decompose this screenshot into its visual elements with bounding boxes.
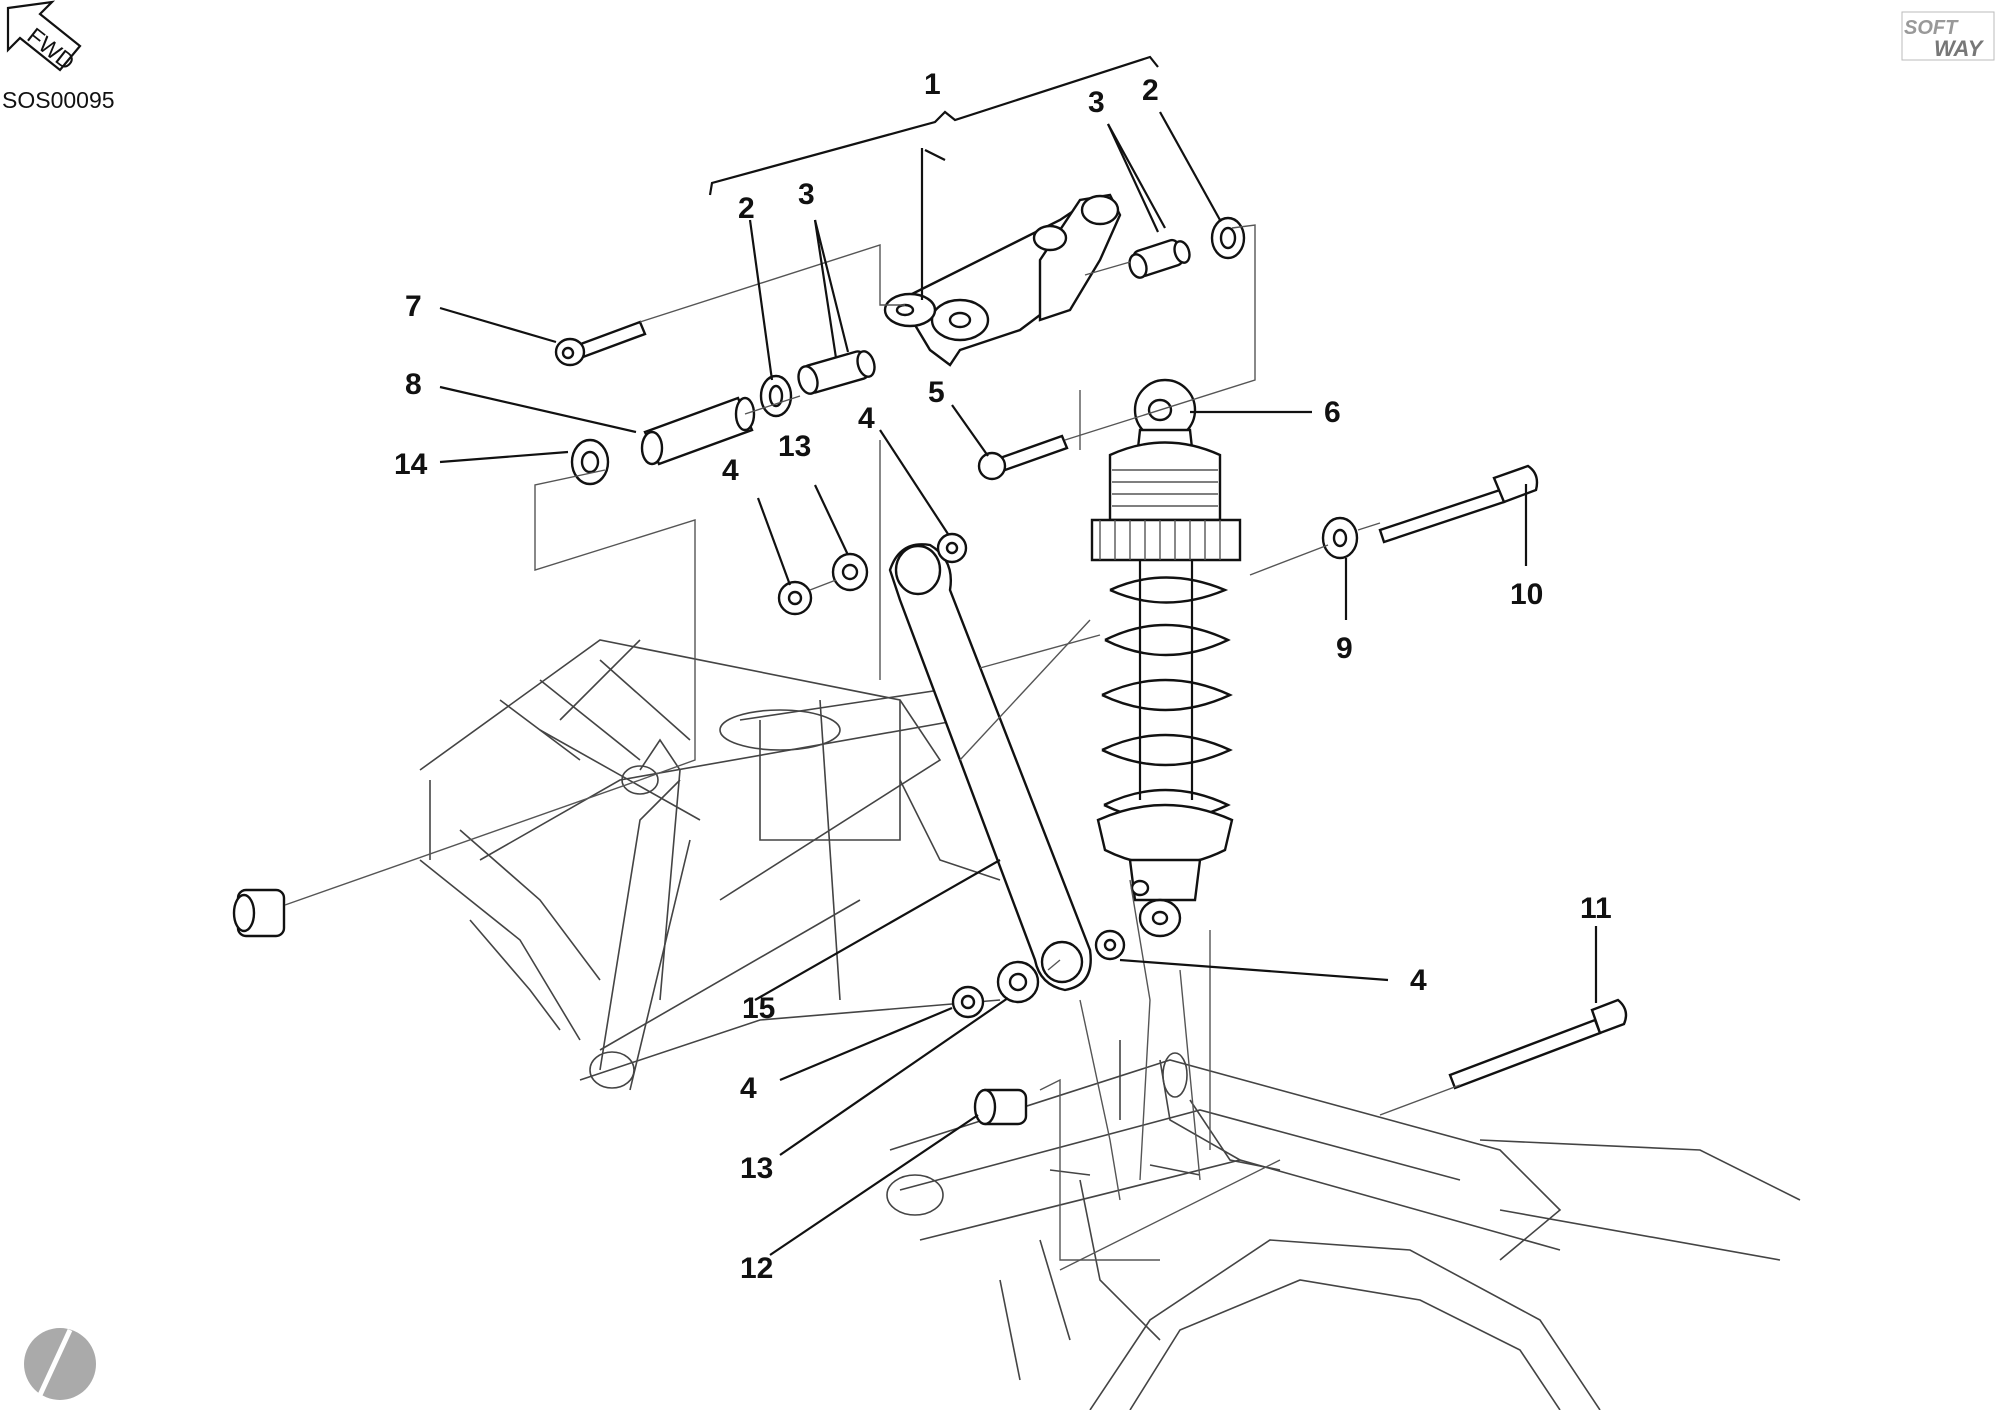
leader-lines — [284, 111, 1598, 1271]
callout-4-right: 4 — [1410, 964, 1427, 997]
callout-labels: 1 2 3 2 3 7 8 14 5 6 4 13 4 10 9 15 4 4 … — [394, 68, 1612, 1285]
callout-3-right: 3 — [1088, 86, 1105, 119]
callout-4-bottom: 4 — [740, 1072, 757, 1105]
callout-4-top: 4 — [858, 402, 875, 435]
bolt-5 — [977, 434, 1069, 481]
callout-1: 1 — [924, 68, 941, 101]
callout-3-left: 3 — [798, 178, 815, 211]
bushing-left — [797, 350, 876, 395]
callout-2-right: 2 — [1142, 74, 1159, 107]
spacer-4-bottom-left — [951, 985, 985, 1019]
connecting-rod — [888, 543, 1092, 992]
bolt-7 — [554, 320, 647, 367]
bolt-10 — [1378, 464, 1539, 544]
frame-outline — [419, 639, 1001, 1091]
callout-5: 5 — [928, 376, 945, 409]
callout-8: 8 — [405, 368, 422, 401]
svg-text:WAY: WAY — [1934, 36, 1985, 61]
washer-left — [759, 374, 793, 418]
washer-right — [1210, 216, 1246, 260]
callout-4-left: 4 — [722, 454, 739, 487]
washer-13-top — [831, 552, 869, 592]
softway-logo: SOFT WAY — [1901, 11, 1995, 61]
shock-absorber — [1090, 378, 1242, 938]
washer-9 — [1321, 516, 1359, 560]
callout-11: 11 — [1580, 892, 1612, 925]
spacer-4-top-right — [936, 532, 968, 564]
spacer-4-top-left — [777, 580, 813, 616]
swingarm-outline — [886, 1040, 1801, 1410]
cap-frame — [232, 888, 286, 938]
bushing-right — [1128, 238, 1191, 279]
diagram-code: SOS00095 — [2, 87, 115, 113]
washer-13-bottom — [996, 960, 1040, 1004]
callout-7: 7 — [405, 290, 422, 323]
callout-12: 12 — [740, 1252, 773, 1285]
callout-6: 6 — [1324, 396, 1341, 429]
callout-13-top: 13 — [778, 430, 811, 463]
fwd-arrow-icon: FWD — [6, 0, 82, 75]
callout-15: 15 — [742, 992, 775, 1025]
corner-disc-icon — [24, 1328, 96, 1400]
rocker-linkage — [883, 193, 1122, 367]
callout-9: 9 — [1336, 632, 1353, 665]
group-bracket — [708, 55, 1159, 196]
callout-13-bottom: 13 — [740, 1152, 773, 1185]
bolt-11 — [1448, 998, 1628, 1090]
callout-10: 10 — [1510, 578, 1543, 611]
callout-14: 14 — [394, 448, 428, 481]
spacer-4-bottom-right — [1094, 929, 1126, 961]
bushing-12 — [973, 1088, 1028, 1126]
washer-14 — [570, 438, 610, 486]
svg-text:SOFT: SOFT — [1904, 17, 1959, 39]
fwd-label: FWD — [23, 22, 80, 75]
callout-2-left: 2 — [738, 192, 755, 225]
